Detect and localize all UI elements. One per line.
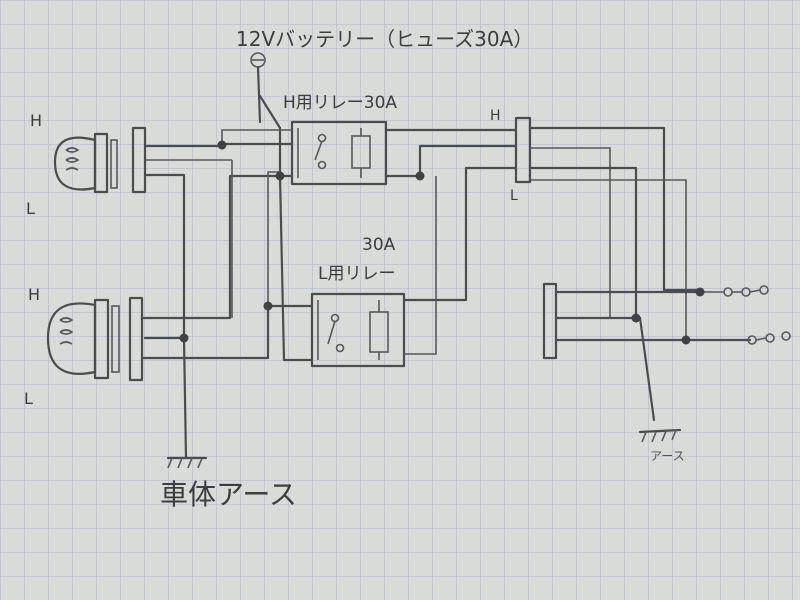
top-lamp-l-label: L bbox=[26, 199, 35, 218]
mid-connector bbox=[514, 116, 532, 184]
bottom-lamp-h-label: H bbox=[28, 285, 40, 304]
bottom-lamp-connector bbox=[128, 296, 144, 382]
l-relay-label: L用リレー bbox=[318, 264, 395, 284]
battery-label: 12Vバッテリー（ヒューズ30A） bbox=[236, 27, 533, 51]
connector-h-label: H bbox=[490, 108, 501, 124]
l-relay-amp-label: 30A bbox=[362, 235, 396, 255]
output-terminal-icon-bottom bbox=[747, 331, 791, 345]
junction-dots bbox=[179, 140, 705, 345]
bottom-headlamp-icon bbox=[46, 298, 120, 380]
right-connector bbox=[542, 282, 558, 360]
top-headlamp-icon bbox=[53, 132, 118, 194]
connector-l-label: L bbox=[510, 188, 518, 204]
right-ground-label: アース bbox=[650, 449, 685, 463]
output-terminal-icon-top bbox=[723, 285, 769, 297]
body-ground-icon bbox=[166, 456, 208, 469]
top-lamp-h-label: H bbox=[30, 111, 42, 130]
wiring-right bbox=[384, 126, 752, 422]
bottom-lamp-l-label: L bbox=[24, 389, 33, 408]
l-relay-icon bbox=[310, 292, 406, 368]
h-relay-label: H用リレー30A bbox=[283, 93, 397, 113]
h-relay-icon bbox=[290, 120, 388, 186]
wiring-left bbox=[140, 65, 314, 460]
right-ground-icon bbox=[638, 428, 682, 443]
body-ground-label: 車体アース bbox=[160, 478, 297, 511]
